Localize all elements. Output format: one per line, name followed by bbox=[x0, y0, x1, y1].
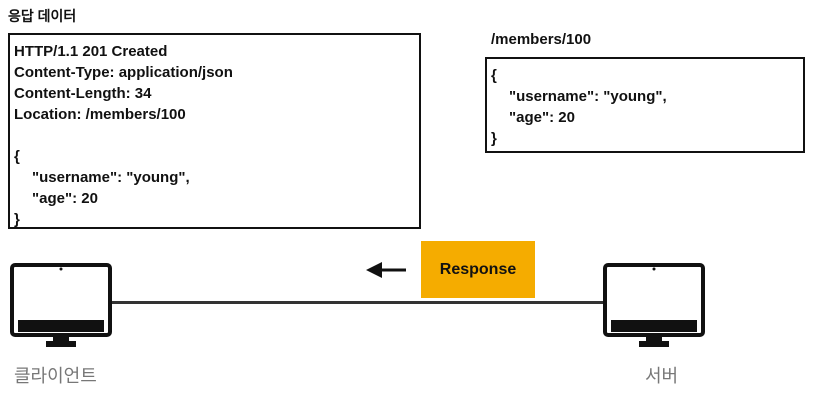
location-label: Location: bbox=[14, 106, 86, 123]
body-open-brace: { bbox=[14, 148, 20, 165]
resource-age: "age": 20 bbox=[509, 109, 575, 126]
server-label: 서버 bbox=[645, 366, 679, 386]
client-monitor-icon bbox=[10, 263, 112, 347]
location-value: /members/100 bbox=[85, 106, 186, 123]
response-label: Response bbox=[421, 241, 535, 298]
header-content-length: Content-Length: 34 bbox=[14, 85, 152, 102]
section-title: 응답 데이터 bbox=[8, 8, 77, 24]
server-monitor-icon bbox=[603, 263, 705, 347]
body-close-brace: } bbox=[14, 211, 20, 228]
body-age: "age": 20 bbox=[32, 190, 98, 207]
header-location: Location: /members/100 bbox=[14, 104, 415, 125]
resource-path: /members/100 bbox=[491, 31, 592, 48]
body-username: "username": "young", bbox=[32, 169, 190, 186]
resource-open-brace: { bbox=[491, 67, 497, 84]
http-response-box: HTTP/1.1 201 Created Content-Type: appli… bbox=[8, 33, 421, 229]
resource-close-brace: } bbox=[491, 130, 497, 147]
connection-line bbox=[110, 301, 606, 304]
resource-username: "username": "young", bbox=[509, 88, 667, 105]
resource-box: { "username": "young", "age": 20 } bbox=[485, 57, 805, 153]
status-line: HTTP/1.1 201 Created bbox=[14, 43, 168, 60]
client-label: 클라이언트 bbox=[14, 366, 97, 386]
header-content-type: Content-Type: application/json bbox=[14, 64, 233, 81]
arrow-left-icon bbox=[366, 262, 406, 278]
blank-line bbox=[14, 125, 415, 146]
